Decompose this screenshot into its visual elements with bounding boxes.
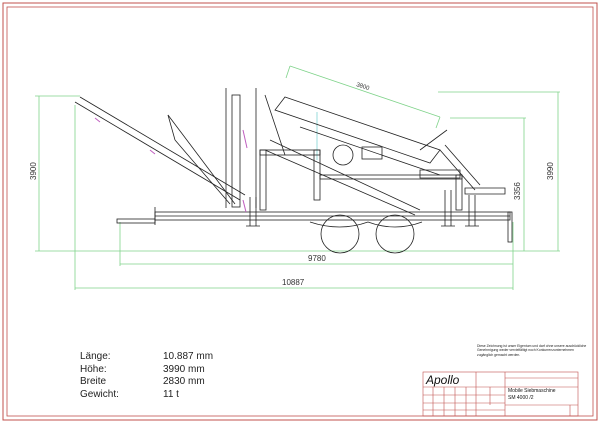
spec-label: Gewicht: [80, 388, 119, 400]
dim-10887: 10887 [282, 278, 305, 287]
spec-value: 10.887 mm [163, 351, 214, 362]
dim-3800: 3800 [355, 82, 370, 92]
dim-3356: 3356 [513, 182, 522, 200]
spec-label: Höhe: [80, 363, 107, 375]
dimension-labels: 3900 3990 3356 9780 10887 3800 [29, 82, 555, 287]
title-line-1: Mobile Siebmaschine [508, 388, 556, 394]
title-line-2: SM 4000 /2 [508, 395, 534, 401]
hydraulic-highlights [94, 117, 248, 213]
dim-3900: 3900 [29, 162, 38, 180]
spec-label: Breite [80, 376, 107, 387]
wheel-front [320, 214, 360, 254]
copyright-note: Diese Zeichnung ist unser Eigentum und d… [477, 344, 587, 357]
title-block [422, 371, 579, 417]
spec-value: 3990 mm [163, 363, 205, 375]
spec-row-width: Breite 2830 mm [80, 376, 213, 389]
spec-value: 11 t [163, 388, 179, 400]
machine-outline [74, 88, 513, 254]
company-logo: Apollo [426, 373, 460, 387]
wheel-rear [375, 214, 415, 254]
spec-label: Länge: [80, 351, 111, 362]
spec-row-length: Länge: 10.887 mm [80, 351, 213, 364]
dimension-lines [35, 65, 560, 290]
spec-row-weight: Gewicht: 11 t [80, 389, 213, 402]
spec-row-height: Höhe: 3990 mm [80, 364, 213, 377]
spec-table: Länge: 10.887 mm Höhe: 3990 mm Breite 2830 … [80, 351, 213, 401]
drawing-title: Mobile Siebmaschine SM 4000 /2 [508, 388, 556, 402]
spec-value: 2830 mm [163, 376, 205, 387]
dim-3990: 3990 [546, 162, 555, 180]
dim-9780: 9780 [308, 254, 326, 263]
